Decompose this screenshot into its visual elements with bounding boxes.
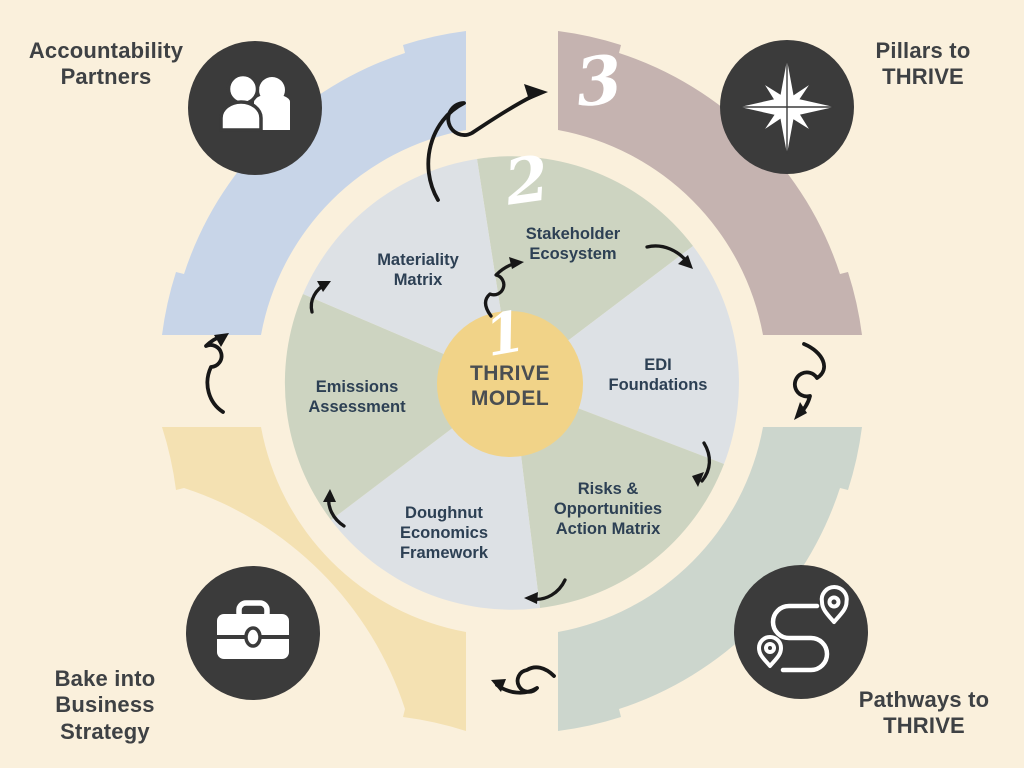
arrow-outer-top-head — [524, 84, 548, 100]
badge-pillars-to-thrive — [720, 40, 854, 174]
briefcase-icon — [217, 600, 289, 659]
arrow-stakeholder-edi-head — [678, 255, 693, 269]
corner-label-accountability-partners: Accountability Partners — [28, 38, 184, 90]
ring-arc-pillars — [558, 31, 862, 335]
cycle-arrows — [204, 84, 826, 695]
badge-accountability-partners — [188, 41, 322, 175]
arrow-outer-right-head — [794, 402, 807, 420]
arrow-hub-stakeholder-head — [509, 257, 524, 269]
route-icon — [757, 585, 849, 673]
badge-pathways-to-thrive — [734, 565, 868, 699]
arrow-doughnut-emissions-head — [323, 489, 336, 502]
arrow-outer-left — [204, 334, 225, 414]
segment-label-doughnut-economics: Doughnut Economics Framework — [399, 504, 489, 563]
arrow-edi-risks-head — [692, 472, 704, 487]
arrow-risks-doughnut-head — [524, 592, 538, 604]
ring-arc-strategy — [162, 427, 466, 731]
segment-label-emissions-assessment: Emissions Assessment — [308, 378, 406, 417]
corner-label-pillars-to-thrive: Pillars to THRIVE — [875, 38, 971, 90]
segment-label-risks-opportunities: Risks & Opportunities Action Matrix — [553, 480, 663, 539]
stage-number-1: 1 — [480, 298, 530, 370]
slice-emissions-assessment — [284, 294, 512, 520]
segment-label-stakeholder-ecosystem: Stakeholder Ecosystem — [525, 225, 621, 264]
arrow-edi-risks — [700, 441, 712, 483]
arrow-outer-bottom — [495, 665, 556, 695]
stage-number-3: 3 — [572, 39, 626, 123]
slice-materiality-matrix — [303, 159, 512, 383]
compass-icon — [740, 60, 834, 154]
slice-risks-opportunities — [512, 383, 724, 608]
arrow-hub-stakeholder — [483, 261, 520, 318]
badge-circle — [734, 565, 868, 699]
arrow-outer-top — [426, 93, 537, 202]
arrow-outer-bottom-head — [491, 679, 506, 692]
people-icon — [219, 72, 290, 132]
segment-label-edi-foundations: EDI Foundations — [608, 356, 708, 395]
stage-number-2: 2 — [500, 141, 554, 220]
corner-label-pathways-to-thrive: Pathways to THRIVE — [858, 687, 990, 739]
center-hub-circle — [437, 311, 583, 457]
arrow-outer-right — [792, 342, 826, 417]
corner-label-bake-into-business-strategy: Bake into Business Strategy — [54, 666, 156, 744]
badge-bake-into-business-strategy — [186, 566, 320, 700]
center-hub-label: THRIVE MODEL — [469, 362, 550, 410]
slice-edi-foundations — [512, 246, 739, 464]
arrow-outer-left-head — [214, 333, 229, 347]
ring-arc-pathways — [558, 427, 862, 731]
arrow-emissions-materiality-head — [317, 281, 331, 292]
ring-arc-accountability — [162, 31, 466, 335]
segment-label-materiality-matrix: Materiality Matrix — [377, 251, 459, 290]
